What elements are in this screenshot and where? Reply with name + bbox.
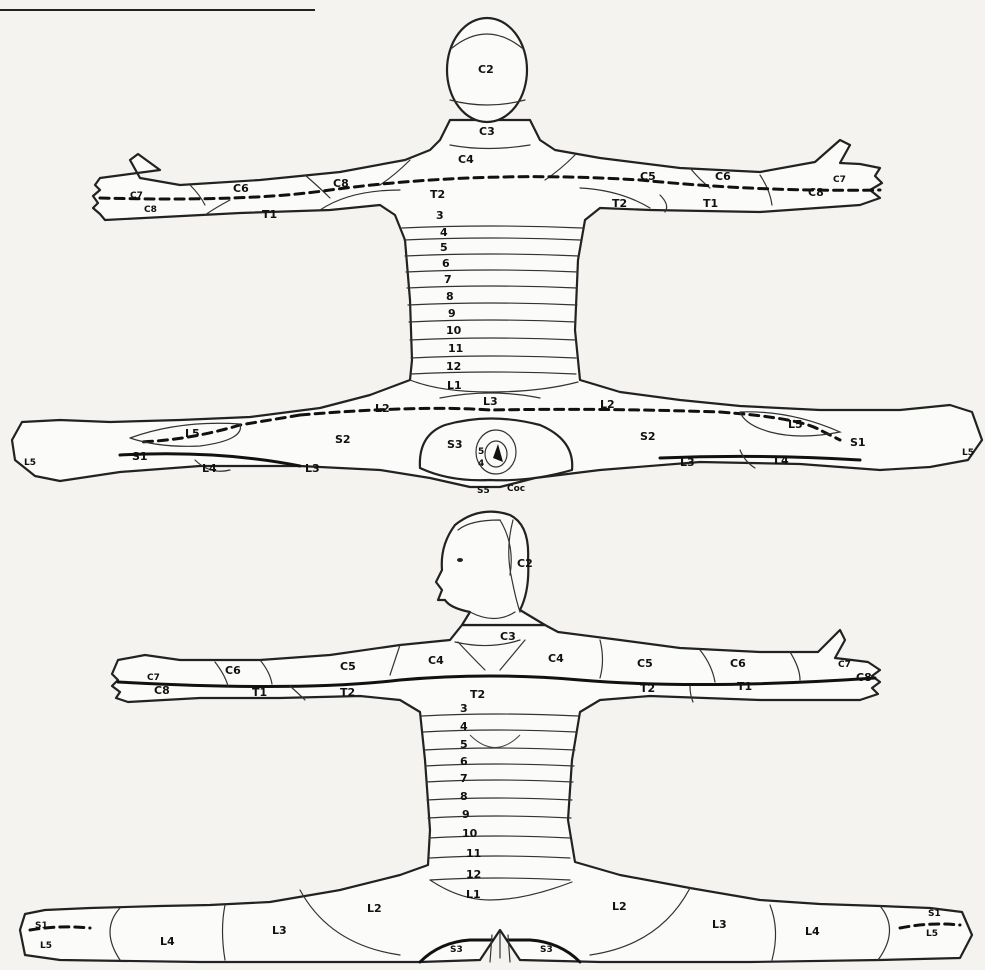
label-post-l3-center: L3 (483, 395, 498, 408)
label-ant-s1-left: S1 (35, 921, 48, 931)
posterior-figure (12, 18, 982, 487)
label-ant-l3-right: L3 (712, 918, 727, 931)
label-ant-t7: 7 (460, 772, 468, 785)
label-post-t9: 9 (448, 307, 456, 320)
label-post-c8-left-hand: C8 (144, 205, 157, 215)
label-ant-c5-right: C5 (637, 657, 653, 670)
anterior-eye (457, 558, 463, 562)
label-ant-l2-right: L2 (612, 900, 627, 913)
anterior-figure (20, 512, 972, 962)
label-ant-l1: L1 (466, 888, 481, 901)
label-ant-t2-right: T2 (640, 682, 655, 695)
label-post-s5: S5 (477, 486, 490, 496)
label-post-c2: C2 (478, 63, 494, 76)
label-post-t8: 8 (446, 290, 454, 303)
label-ant-c5-left: C5 (340, 660, 356, 673)
label-ant-c6-right: C6 (730, 657, 746, 670)
label-ant-t2-left: T2 (340, 686, 355, 699)
label-post-s2-right: S2 (640, 430, 656, 443)
label-ant-c3: C3 (500, 630, 516, 643)
label-ant-t5: 5 (460, 738, 468, 751)
label-post-coc: Coc (507, 484, 525, 494)
label-ant-l5-right: L5 (926, 929, 938, 939)
label-ant-t1-left: T1 (252, 686, 267, 699)
label-post-t2-center: T2 (430, 188, 445, 201)
label-post-l4-right: L4 (774, 454, 789, 467)
label-post-t4: 4 (440, 226, 448, 239)
label-post-c5-right: C5 (640, 170, 656, 183)
label-post-l5-right-foot: L5 (962, 448, 974, 458)
label-ant-l3-left: L3 (272, 924, 287, 937)
label-ant-s3-left: S3 (450, 945, 463, 955)
label-post-l5-left: L5 (185, 427, 200, 440)
label-post-l3-right: L3 (680, 456, 695, 469)
label-ant-t6: 6 (460, 755, 468, 768)
label-post-s3: S3 (447, 438, 463, 451)
label-post-t12: 12 (446, 360, 461, 373)
label-ant-c7-right: C7 (838, 660, 851, 670)
label-ant-t12: 12 (466, 868, 481, 881)
label-post-t5: 5 (440, 241, 448, 254)
label-post-l5-left-foot: L5 (24, 458, 36, 468)
label-post-l3-left: L3 (305, 462, 320, 475)
label-post-s5-small: 5 (478, 447, 484, 457)
label-ant-t10: 10 (462, 827, 478, 840)
label-post-t1-left: T1 (262, 208, 277, 221)
label-ant-c2: C2 (517, 557, 533, 570)
label-ant-t2-center: T2 (470, 688, 485, 701)
label-ant-l5-left: L5 (40, 941, 52, 951)
label-post-t7: 7 (444, 273, 452, 286)
label-post-s2-left: S2 (335, 433, 351, 446)
label-ant-c8-right: C8 (856, 671, 872, 684)
label-post-c7-left: C7 (130, 191, 143, 201)
label-post-l1: L1 (447, 379, 462, 392)
label-ant-c7-left: C7 (147, 673, 160, 683)
label-post-l4-left: L4 (202, 462, 217, 475)
label-post-c3: C3 (479, 125, 495, 138)
label-ant-c8-left: C8 (154, 684, 170, 697)
label-post-t3: 3 (436, 209, 444, 222)
label-post-l2-left: L2 (375, 402, 390, 415)
label-ant-c4-left: C4 (428, 654, 444, 667)
label-ant-t4: 4 (460, 720, 468, 733)
label-post-l2-right: L2 (600, 398, 615, 411)
label-post-c7-right: C7 (833, 175, 846, 185)
label-ant-t11: 11 (466, 847, 481, 860)
label-post-c6-right: C6 (715, 170, 731, 183)
label-post-c8-left-arm: C8 (333, 177, 349, 190)
label-post-c6-left: C6 (233, 182, 249, 195)
label-ant-l2-left: L2 (367, 902, 382, 915)
label-post-c4: C4 (458, 153, 474, 166)
label-post-l5-right: L5 (788, 418, 803, 431)
label-ant-s1-right: S1 (928, 909, 941, 919)
label-ant-t1-right: T1 (737, 680, 752, 693)
label-ant-c6-left: C6 (225, 664, 241, 677)
label-ant-s3-right: S3 (540, 945, 553, 955)
label-ant-l4-right: L4 (805, 925, 820, 938)
label-ant-l4-left: L4 (160, 935, 175, 948)
label-post-t6: 6 (442, 257, 450, 270)
label-ant-t8: 8 (460, 790, 468, 803)
label-post-t1-right: T1 (703, 197, 718, 210)
label-post-c8-right: C8 (808, 186, 824, 199)
label-post-t11: 11 (448, 342, 463, 355)
label-post-s4: 4 (478, 459, 484, 469)
label-ant-t3: 3 (460, 702, 468, 715)
label-post-s1-left: S1 (132, 450, 148, 463)
label-post-s1-right: S1 (850, 436, 866, 449)
label-ant-c4-right: C4 (548, 652, 564, 665)
label-post-t10: 10 (446, 324, 462, 337)
label-post-t2-right: T2 (612, 197, 627, 210)
label-ant-t9: 9 (462, 808, 470, 821)
